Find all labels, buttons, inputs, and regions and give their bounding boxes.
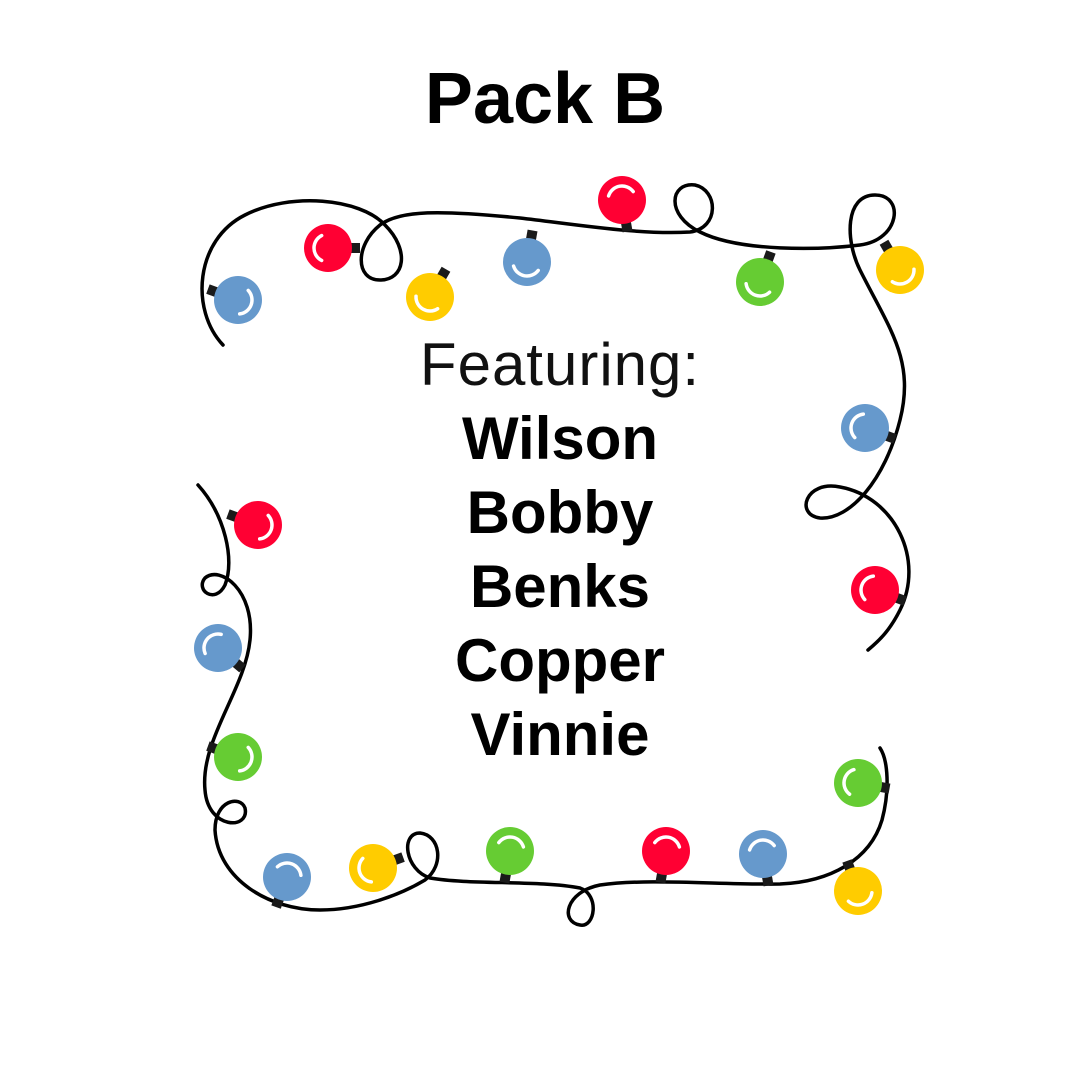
- bulb-glass: [263, 853, 311, 901]
- bulb-yellow: [406, 266, 454, 321]
- page-title: Pack B: [424, 59, 666, 139]
- name-item: Vinnie: [470, 701, 650, 768]
- bulb-glass: [642, 827, 690, 875]
- bulb-glass: [598, 176, 646, 224]
- bulb-yellow: [349, 844, 405, 892]
- bulb-glass: [834, 759, 882, 807]
- bulb-blue: [739, 830, 787, 887]
- bulb-highlight: [312, 233, 324, 263]
- bulb-red: [851, 566, 907, 614]
- bulb-glass: [739, 830, 787, 878]
- bulb-glass: [214, 733, 262, 781]
- bulb-highlight: [497, 835, 526, 849]
- bulb-green: [736, 250, 784, 306]
- bulb-highlight: [747, 838, 776, 852]
- featuring-label: Featuring:: [419, 331, 701, 398]
- bulb-green: [206, 733, 262, 781]
- bulb-yellow: [876, 239, 924, 294]
- bulb-blue: [841, 404, 897, 452]
- bulb-red: [226, 501, 282, 549]
- name-item: Wilson: [461, 405, 659, 472]
- light-wires: [196, 183, 911, 927]
- bulb-red: [304, 224, 360, 272]
- bulb-glass: [503, 238, 551, 286]
- bulb-red: [642, 827, 690, 884]
- bulb-glass: [406, 273, 454, 321]
- wire-left-bottom: [196, 483, 889, 927]
- bulb-highlight: [859, 574, 876, 602]
- bulb-green: [486, 827, 534, 884]
- bulb-glass: [304, 224, 352, 272]
- bulb-socket: [348, 243, 360, 253]
- bulb-highlight: [257, 513, 274, 541]
- name-item: Bobby: [466, 479, 654, 546]
- light-bulbs: [194, 176, 924, 915]
- bulb-highlight: [744, 281, 772, 298]
- bulb-highlight: [237, 745, 254, 773]
- bulb-highlight: [414, 294, 440, 313]
- bulb-highlight: [653, 835, 682, 849]
- name-item: Benks: [469, 553, 651, 620]
- bulb-glass: [486, 827, 534, 875]
- bulb-highlight: [202, 632, 223, 656]
- bulb-highlight: [275, 861, 303, 878]
- bulb-blue: [503, 229, 551, 286]
- name-item: Copper: [455, 627, 665, 694]
- bulb-glass: [876, 246, 924, 294]
- featured-names-list: Wilson Bobby Benks Copper Vinnie: [0, 402, 1080, 772]
- bulb-green: [834, 759, 891, 807]
- bulb-blue: [194, 624, 246, 673]
- bulb-highlight: [846, 890, 874, 907]
- bulb-glass: [349, 844, 397, 892]
- wire-top: [200, 183, 911, 652]
- bulb-red: [598, 176, 646, 233]
- bulb-highlight: [849, 412, 866, 440]
- bulb-highlight: [357, 856, 374, 884]
- bulb-glass: [851, 566, 899, 614]
- bulb-yellow: [834, 859, 882, 915]
- bulb-highlight: [237, 288, 254, 316]
- bulb-glass: [234, 501, 282, 549]
- bulb-glass: [841, 404, 889, 452]
- bulb-blue: [263, 853, 311, 909]
- bulb-blue: [206, 276, 262, 324]
- bulb-glass: [834, 867, 882, 915]
- bulb-highlight: [890, 267, 916, 286]
- bulb-highlight: [511, 264, 540, 278]
- bulb-glass: [194, 624, 242, 672]
- bulb-highlight: [842, 767, 856, 796]
- bulb-highlight: [606, 184, 635, 198]
- bulb-glass: [736, 258, 784, 306]
- bulb-glass: [214, 276, 262, 324]
